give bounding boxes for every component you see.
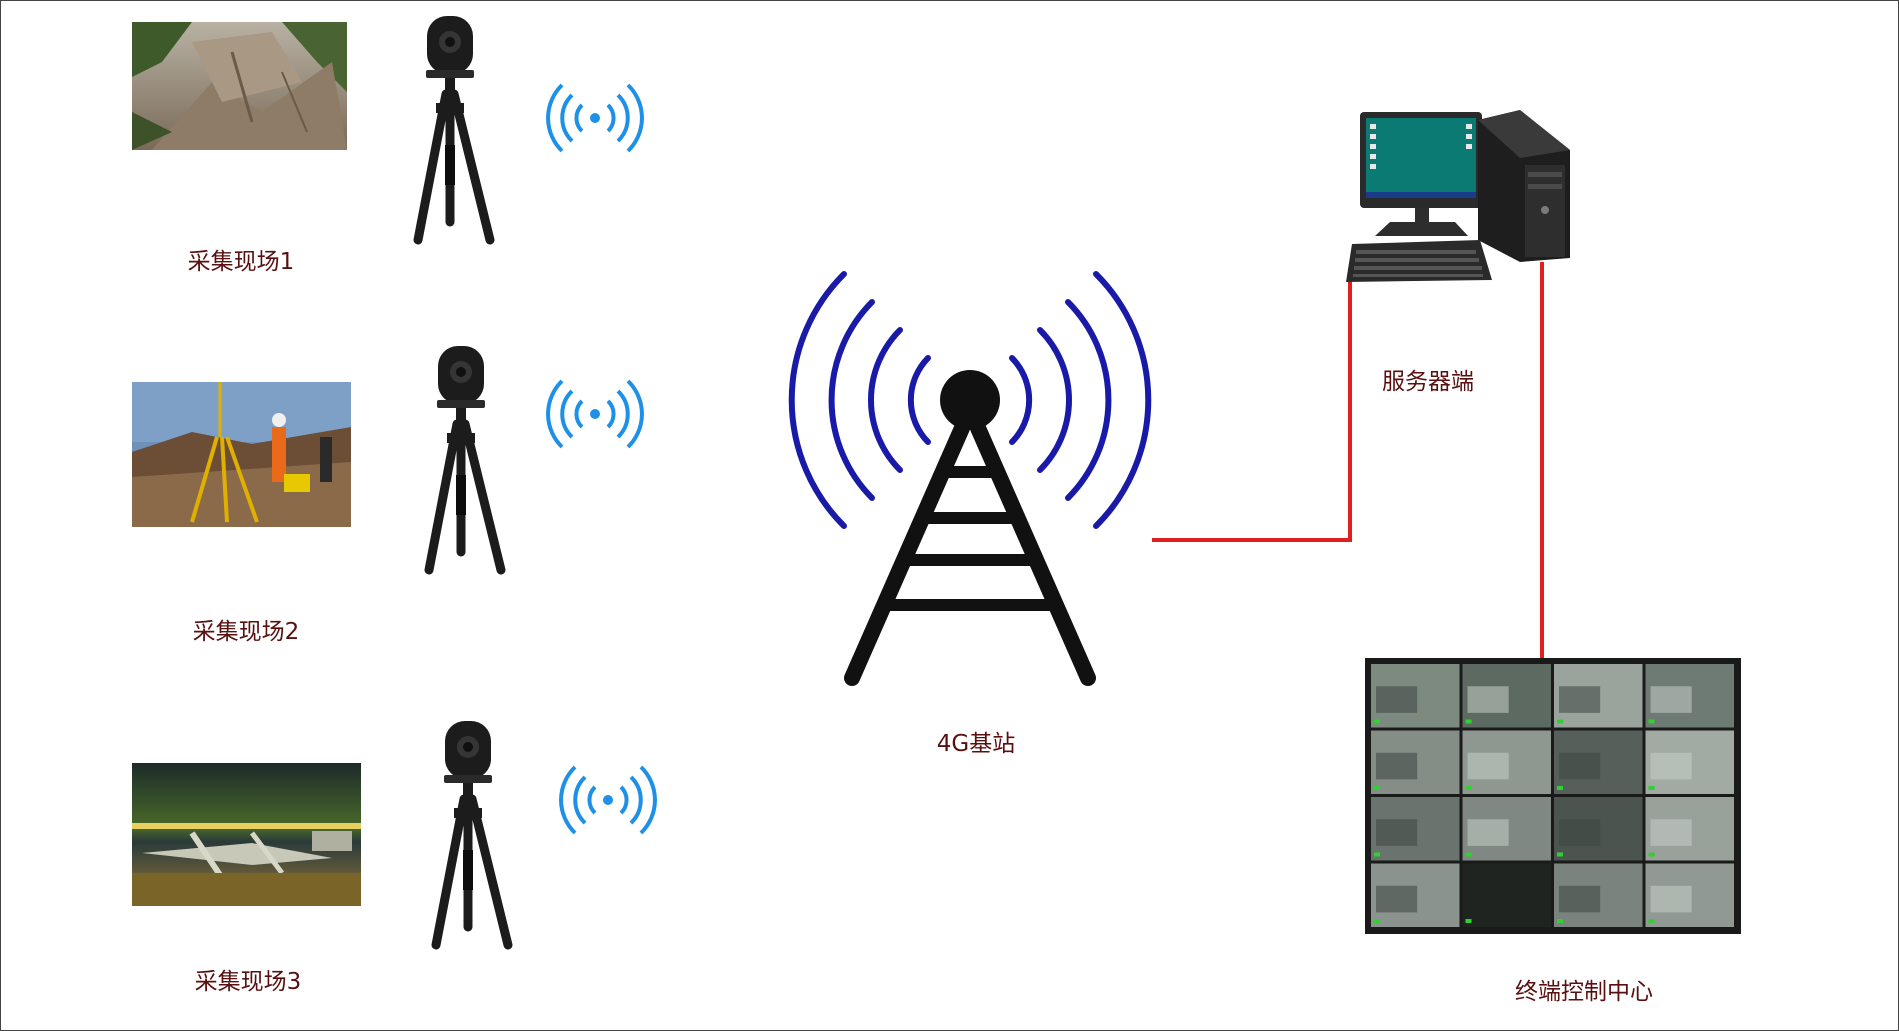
video-feed-scene xyxy=(1467,819,1509,846)
video-feed-status-dot xyxy=(1648,919,1655,923)
video-feed-status-dot xyxy=(1465,919,1472,923)
video-feed-status-dot xyxy=(1648,786,1655,790)
camera-tripod-icon xyxy=(436,721,508,945)
video-feed-scene xyxy=(1559,752,1601,780)
wifi-signal-icon xyxy=(546,83,644,153)
video-feed-status-dot xyxy=(1465,852,1472,857)
video-feed-status-dot xyxy=(1374,719,1380,724)
video-feed-scene xyxy=(1376,752,1418,780)
video-feed-status-dot xyxy=(1557,852,1563,857)
camera-tripod-icon xyxy=(429,346,501,570)
video-feed-scene xyxy=(1559,686,1601,713)
video-feed-scene xyxy=(1559,819,1601,846)
video-feed-scene xyxy=(1376,686,1418,713)
video-feed-status-dot xyxy=(1374,786,1380,790)
video-feed-status-dot xyxy=(1557,919,1563,923)
video-feed-status-dot xyxy=(1557,786,1563,790)
video-feed-status-dot xyxy=(1557,719,1563,724)
wifi-signal-icon xyxy=(559,765,657,835)
video-feed-scene xyxy=(1376,819,1418,846)
site1-photo xyxy=(132,22,347,150)
site2-photo xyxy=(132,382,351,527)
site3-photo xyxy=(132,763,361,906)
cell-tower-icon xyxy=(788,271,1152,686)
video-feed-scene xyxy=(1559,885,1601,913)
video-feed-status-dot xyxy=(1374,919,1380,923)
video-feed-scene xyxy=(1376,885,1418,913)
video-feed-scene xyxy=(1650,686,1692,713)
video-feed-status-dot xyxy=(1648,852,1655,857)
video-feed-status-dot xyxy=(1648,719,1655,724)
video-feed-status-dot xyxy=(1465,786,1472,790)
video-feed-scene xyxy=(1467,686,1509,713)
site2-label: 采集现场2 xyxy=(192,619,300,645)
server-label: 服务器端 xyxy=(1382,369,1474,395)
video-feed-scene xyxy=(1650,885,1692,913)
camera-tripod-icon xyxy=(418,16,490,240)
video-feed-status-dot xyxy=(1465,719,1472,724)
video-feed-tile xyxy=(1462,863,1551,927)
video-feed-scene xyxy=(1650,752,1692,780)
desktop-computer-icon xyxy=(1346,110,1570,282)
control-center-label: 终端控制中心 xyxy=(1515,979,1653,1005)
tower-label: 4G基站 xyxy=(936,731,1016,757)
video-feed-status-dot xyxy=(1374,852,1380,857)
site1-label: 采集现场1 xyxy=(187,249,295,275)
video-feed-scene xyxy=(1650,819,1692,846)
network-link xyxy=(1152,262,1544,660)
site3-label: 采集现场3 xyxy=(194,969,302,995)
video-wall-icon xyxy=(1365,658,1741,934)
video-feed-scene xyxy=(1467,752,1509,780)
wifi-signal-icon xyxy=(546,379,644,449)
